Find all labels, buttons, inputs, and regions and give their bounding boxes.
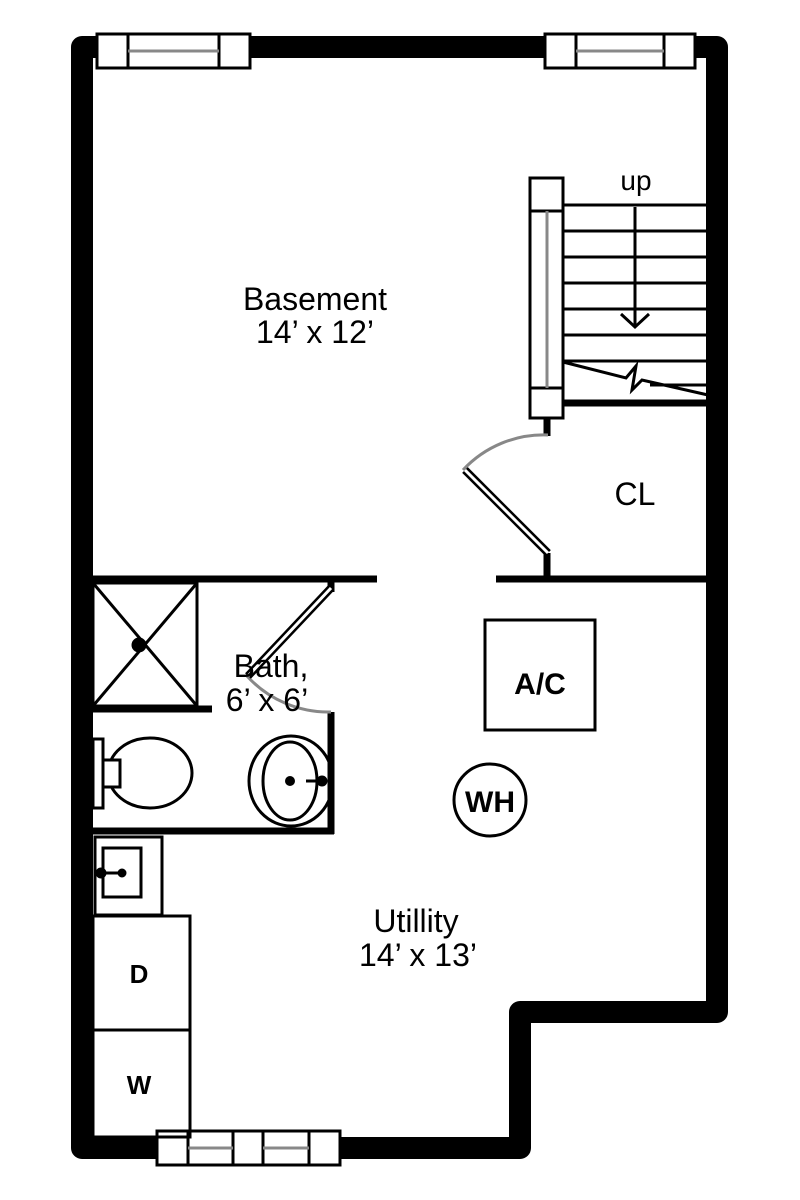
window-top-right <box>543 32 697 70</box>
bath-door <box>245 585 334 714</box>
utility-name: Utillity <box>373 903 458 939</box>
shower <box>91 581 199 708</box>
ac-unit: A/C <box>483 618 597 732</box>
basement-size: 14’ x 12’ <box>256 314 374 350</box>
utility-size: 14’ x 13’ <box>359 937 477 973</box>
basement-name: Basement <box>243 281 387 317</box>
dryer: D <box>91 914 192 1032</box>
closet-name: CL <box>615 476 656 512</box>
stair-direction-arrow-icon <box>619 207 651 330</box>
bath-name: Bath, <box>234 648 309 684</box>
exterior-wall <box>71 36 728 1159</box>
toilet <box>91 736 194 810</box>
ac-label: A/C <box>514 668 566 701</box>
window-top-left <box>95 32 252 70</box>
staircase <box>528 176 709 420</box>
closet-door <box>461 433 551 556</box>
washer-label: W <box>127 1070 152 1100</box>
water-heater: WH <box>452 762 528 838</box>
utility-sink <box>93 835 164 917</box>
bath-size: 6’ x 6’ <box>226 682 308 718</box>
dryer-label: D <box>130 959 149 989</box>
stairs-label: up <box>620 165 651 196</box>
washer: W <box>91 1028 192 1139</box>
interior-walls <box>93 418 708 835</box>
bath-sink <box>247 734 335 828</box>
water-heater-label: WH <box>465 786 515 819</box>
